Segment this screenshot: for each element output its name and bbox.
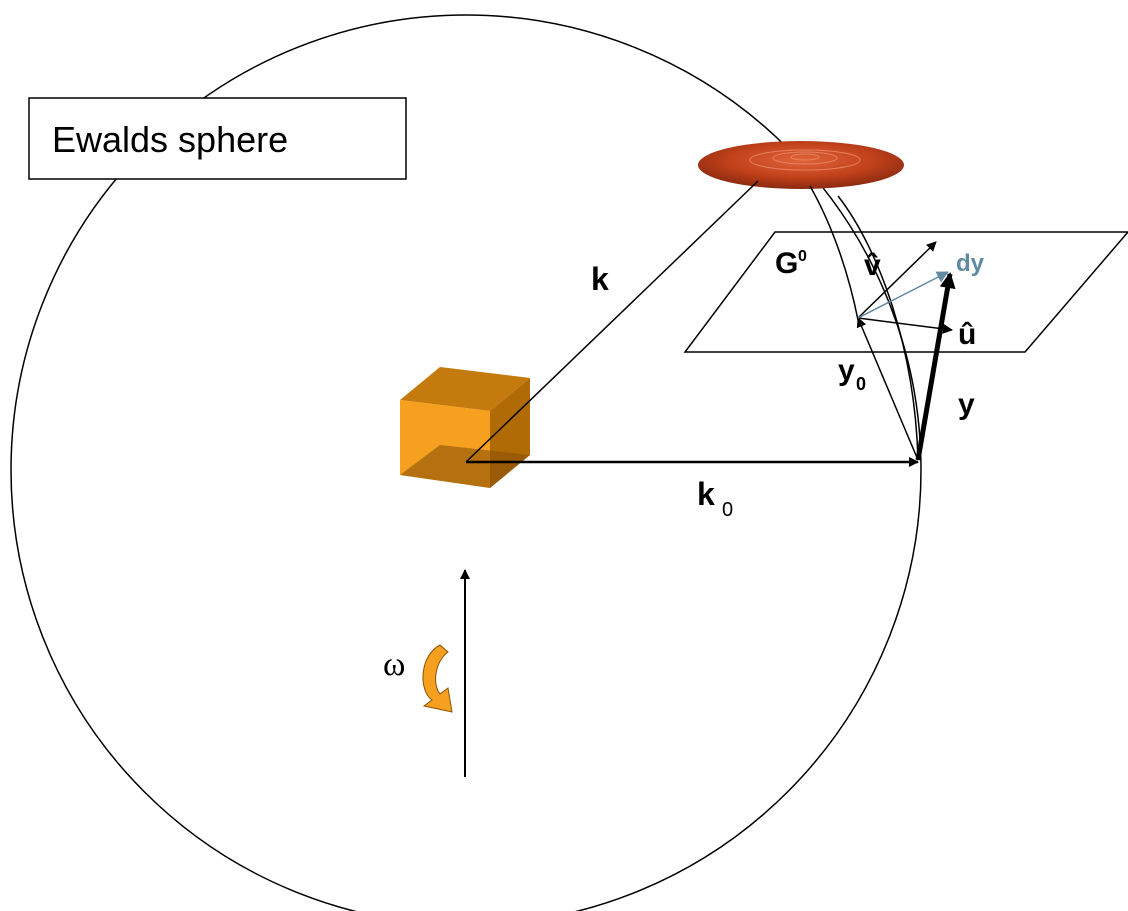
y0-label: y	[838, 354, 855, 387]
k0-label: k	[697, 476, 715, 512]
dy-vector	[857, 271, 949, 319]
y0-subscript: 0	[856, 374, 866, 394]
u-hat-vector	[857, 317, 953, 334]
k0-subscript: 0	[722, 499, 733, 521]
crystal-cube	[400, 367, 530, 488]
g0-label: G	[775, 247, 798, 280]
y0-vector	[856, 317, 919, 461]
y-label: y	[958, 388, 975, 421]
title-text: Ewalds sphere	[52, 119, 288, 160]
ewald-sphere-circle	[10, 14, 922, 911]
reflection-spot	[698, 141, 904, 189]
omega-label: ω	[383, 646, 405, 683]
k-vector	[465, 180, 759, 463]
g0-superscript: 0	[798, 248, 807, 265]
g0-arc	[809, 185, 859, 321]
tangent-plane	[683, 231, 1128, 353]
y-vector	[915, 272, 956, 461]
v-hat-vector	[857, 241, 937, 319]
v-hat-label: v̂	[864, 249, 881, 282]
u-hat-label: û	[958, 318, 976, 351]
dy-label: dy	[956, 250, 985, 277]
rotation-arrow-icon	[422, 644, 453, 713]
title-box	[28, 97, 407, 180]
k-label: k	[591, 261, 609, 297]
sphere-arc-local	[837, 195, 919, 461]
